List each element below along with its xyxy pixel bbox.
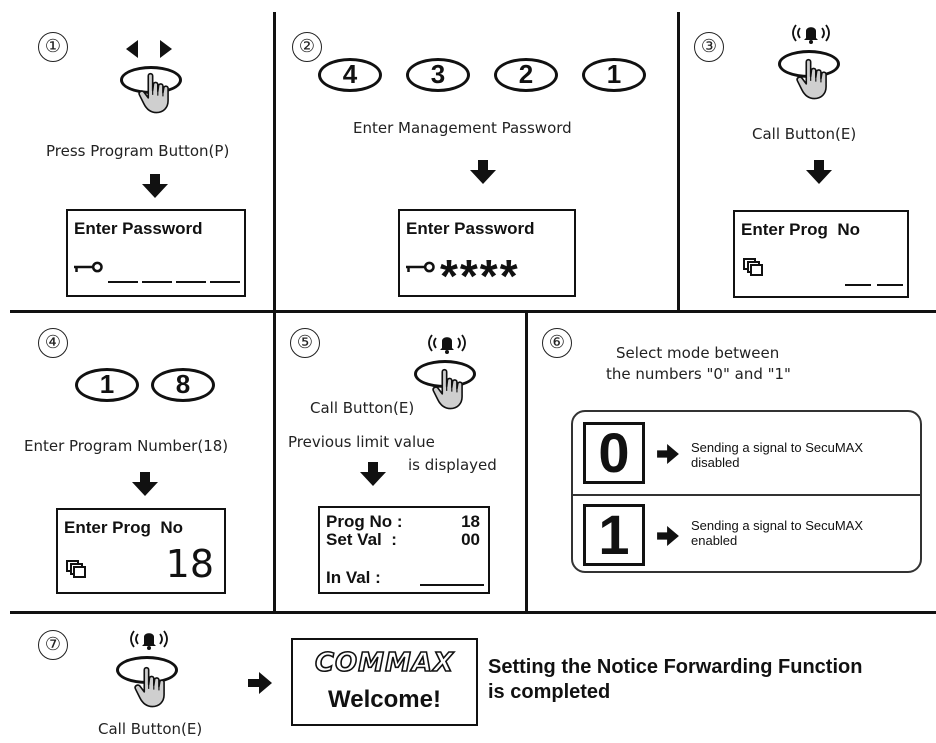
lcd-row-set-val-value: 00 — [461, 530, 480, 549]
right-arrow-icon — [657, 526, 679, 546]
step-number: ① — [38, 32, 68, 62]
bell-icon — [124, 626, 174, 650]
welcome-text: Welcome! — [328, 686, 441, 713]
step-caption-detail-1: Previous limit value — [288, 433, 435, 451]
divider-row1 — [10, 310, 936, 313]
lcd-display: Enter Password **** — [398, 209, 576, 302]
program-icon — [743, 258, 763, 276]
divider-row2 — [10, 611, 936, 614]
mode-digit-0[interactable]: 0 — [583, 422, 645, 484]
divider-col-5-6 — [525, 311, 528, 612]
lcd-row-in-val-label: In Val : — [326, 568, 381, 587]
lcd-row-prog-no-value: 18 — [461, 512, 480, 531]
password-slots — [108, 281, 242, 283]
completion-message-line-2: is completed — [488, 681, 611, 703]
welcome-display: COMMAX Welcome! — [291, 638, 478, 726]
lcd-title: Enter Prog No — [64, 518, 184, 537]
key-1-button[interactable]: 1 — [75, 368, 139, 402]
password-mask: **** — [440, 250, 520, 302]
key-icon — [74, 261, 104, 273]
mode-description-line-1: Sending a signal to SecuMAX — [691, 518, 863, 533]
step-number: ⑥ — [542, 328, 572, 358]
step-number: ② — [292, 32, 322, 62]
lcd-display: Enter Prog No 18 — [56, 508, 226, 594]
pointing-hand-icon — [796, 56, 840, 100]
step-number: ⑤ — [290, 328, 320, 358]
program-icon — [66, 560, 86, 578]
mode-description-line-2: enabled — [691, 533, 738, 548]
lcd-display: Enter Password — [66, 209, 246, 297]
pointing-hand-icon — [134, 664, 178, 708]
mode-selection-box: 0 Sending a signal to SecuMAX disabled 1… — [571, 410, 922, 573]
right-arrow-icon — [248, 672, 272, 694]
bell-icon — [422, 330, 472, 354]
step-number: ⑦ — [38, 630, 68, 660]
key-2-button[interactable]: 2 — [494, 58, 558, 92]
lcd-row-prog-no-label: Prog No : — [326, 512, 403, 531]
step-caption-detail-2: is displayed — [408, 456, 497, 474]
key-1-button[interactable]: 1 — [582, 58, 646, 92]
key-3-button[interactable]: 3 — [406, 58, 470, 92]
in-val-slot — [420, 584, 484, 586]
pointing-hand-icon — [138, 70, 182, 114]
step-caption: Call Button(E) — [310, 399, 415, 417]
mode-digit-1[interactable]: 1 — [583, 504, 645, 566]
down-arrow-icon — [806, 160, 832, 184]
step-caption: Press Program Button(P) — [46, 142, 230, 160]
down-arrow-icon — [360, 462, 386, 486]
step-caption-line-1: Select mode between — [616, 344, 780, 362]
pointing-hand-icon — [432, 366, 476, 410]
key-icon — [406, 261, 436, 273]
completion-message-line-1: Setting the Notice Forwarding Function — [488, 656, 863, 678]
step-caption: Enter Program Number(18) — [24, 437, 229, 455]
bell-icon — [786, 20, 836, 44]
prog-number-value: 18 — [165, 542, 214, 586]
mode-divider — [573, 494, 920, 496]
divider-col-4-5 — [273, 311, 276, 612]
key-4-button[interactable]: 4 — [318, 58, 382, 92]
mode-description-line-1: Sending a signal to SecuMAX — [691, 440, 863, 455]
commax-logo: COMMAX — [314, 647, 455, 679]
key-8-button[interactable]: 8 — [151, 368, 215, 402]
right-arrow-icon — [657, 444, 679, 464]
lcd-title: Enter Password — [74, 219, 203, 238]
mode-description-line-2: disabled — [691, 455, 740, 470]
lcd-row-set-val-label: Set Val : — [326, 530, 397, 549]
step-number: ③ — [694, 32, 724, 62]
lcd-title: Enter Password — [406, 219, 535, 238]
lcd-display: Enter Prog No — [733, 210, 909, 298]
left-right-arrow-icon — [126, 40, 172, 58]
down-arrow-icon — [470, 160, 496, 184]
divider-col-1-2 — [273, 12, 276, 311]
down-arrow-icon — [142, 174, 168, 198]
step-number: ④ — [38, 328, 68, 358]
prog-number-slots — [845, 284, 903, 286]
step-caption: Call Button(E) — [98, 720, 203, 738]
step-caption: Enter Management Password — [353, 119, 572, 137]
lcd-title: Enter Prog No — [741, 220, 861, 239]
step-caption-line-2: the numbers "0" and "1" — [606, 365, 791, 383]
divider-col-2-3 — [677, 12, 680, 311]
down-arrow-icon — [132, 472, 158, 496]
lcd-display: Prog No : 18 Set Val : 00 In Val : — [318, 506, 490, 594]
step-caption: Call Button(E) — [752, 125, 857, 143]
